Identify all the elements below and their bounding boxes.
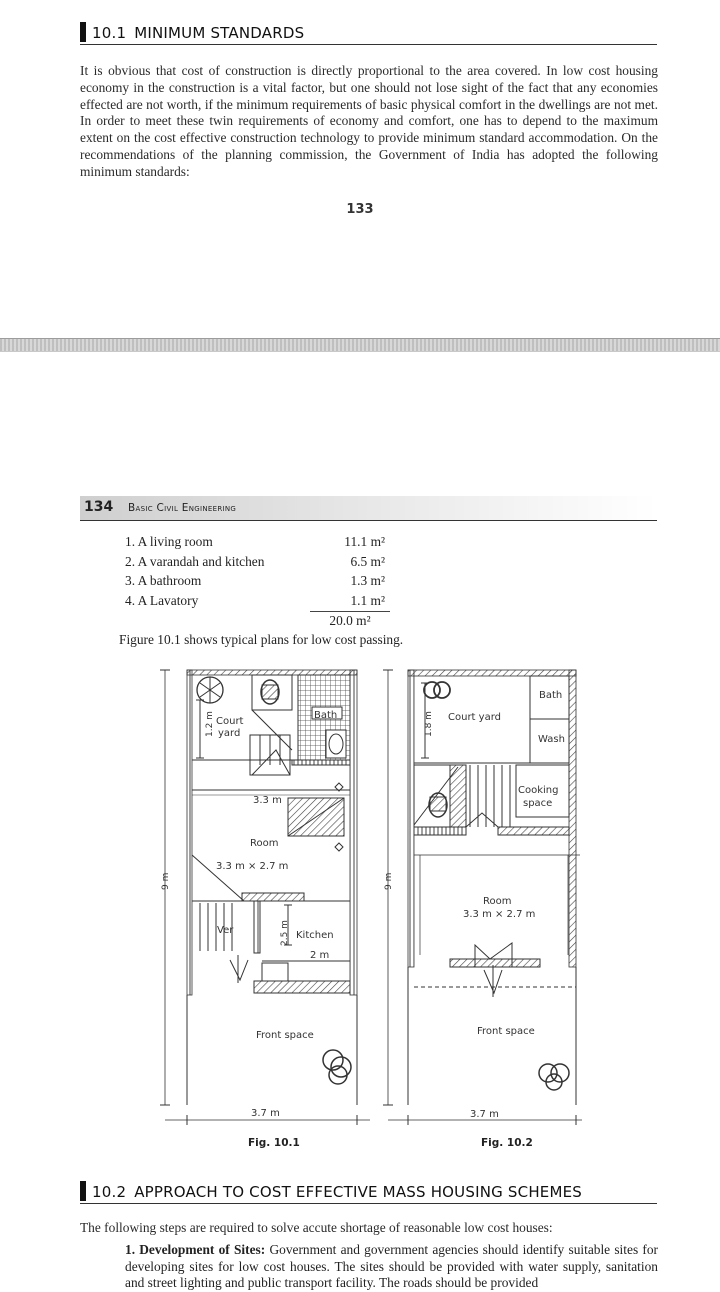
fig1-ver-label: Ver — [217, 925, 234, 936]
fig1-kitchen-dim: 2.5 m — [280, 920, 290, 946]
fig1-room-dim: 3.3 m × 2.7 m — [216, 861, 288, 872]
fig2-length-dim: 9 m — [384, 873, 394, 890]
intro-paragraph: The following steps are required to solv… — [80, 1220, 553, 1235]
section-heading-10-1: 10.1 MINIMUM STANDARDS — [80, 22, 657, 45]
fig1-bath-label: Bath — [314, 710, 337, 721]
section-number: 10.2 — [92, 1183, 127, 1201]
section-title: MINIMUM STANDARDS — [134, 24, 305, 42]
fig1-room-label: Room — [250, 838, 278, 849]
fig1-court-dim: 1.2 m — [205, 711, 215, 737]
item-label: 1. Development of Sites: — [125, 1242, 266, 1257]
toilet-icon — [260, 679, 280, 705]
page-divider — [0, 338, 720, 352]
plan-fig-10-2: Bath Court yard 1.8 m Wash Cooking space… — [383, 669, 582, 1125]
list-item-development-of-sites: 1. Development of Sites: Government and … — [125, 1242, 658, 1292]
standards-total: 20.0 m² — [310, 611, 390, 629]
fig1-length-dim: 9 m — [161, 873, 171, 890]
fig2-width-dim: 3.7 m — [470, 1109, 499, 1120]
fig2-cooking-label: Cooking — [518, 785, 558, 796]
section-number: 10.1 — [92, 24, 127, 42]
plan-fig-10-1: Court yard 1.2 m Bath 3.3 m Room 3.3 m ×… — [160, 669, 370, 1125]
fig1-kitchen-label: Kitchen — [296, 930, 334, 941]
heading-bar — [80, 22, 86, 42]
floor-plan-figures: Court yard 1.2 m Bath 3.3 m Room 3.3 m ×… — [160, 669, 582, 1125]
fig-caption-10-1: Fig. 10.1 — [248, 1137, 300, 1149]
page-number-133: 133 — [346, 202, 374, 217]
fig1-width-top: 3.3 m — [253, 795, 282, 806]
running-page-number: 134 — [84, 499, 114, 515]
fig1-yard-label: yard — [218, 728, 240, 739]
fig2-bath-label: Bath — [539, 690, 562, 701]
fig1-court-label: Court — [216, 716, 244, 727]
fig2-court-dim: 1.8 m — [424, 711, 434, 737]
fig2-court-label: Court yard — [448, 712, 501, 723]
heading-bar — [80, 1181, 86, 1201]
fig2-room-dim: 3.3 m × 2.7 m — [463, 909, 535, 920]
fig1-front-space: Front space — [256, 1030, 314, 1041]
fig2-front-space: Front space — [477, 1026, 535, 1037]
figure-reference-text: Figure 10.1 shows typical plans for low … — [119, 632, 404, 647]
section-heading-10-2: 10.2 APPROACH TO COST EFFECTIVE MASS HOUS… — [80, 1181, 657, 1204]
fig1-width-dim: 3.7 m — [251, 1108, 280, 1119]
paragraph-minimum-standards: It is obvious that cost of construction … — [80, 63, 658, 179]
running-title: Basic Civil Engineering — [128, 502, 237, 514]
fig2-room-label: Room — [483, 896, 511, 907]
fig-caption-10-2: Fig. 10.2 — [481, 1137, 533, 1149]
fig2-wash-label: Wash — [538, 734, 565, 745]
fig1-kitchen-width: 2 m — [310, 950, 329, 961]
section-title: APPROACH TO COST EFFECTIVE MASS HOUSING … — [134, 1183, 583, 1201]
running-header: 134 Basic Civil Engineering — [80, 496, 657, 521]
fig2-space-label: space — [523, 798, 552, 809]
